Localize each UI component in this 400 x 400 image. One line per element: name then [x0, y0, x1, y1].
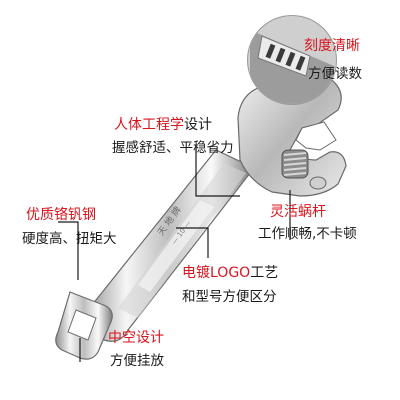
- callout-logo-title-dark: 工艺: [250, 265, 279, 281]
- callout-worm-desc: 工作顺畅,不卡顿: [258, 226, 357, 242]
- callout-ergonomic-title-red: 人体工程学: [114, 117, 184, 133]
- callout-logo-title: 电镀LOGO工艺: [182, 265, 278, 283]
- callout-material-title: 优质铬钒钢: [26, 207, 96, 223]
- leader-ergonomic: [195, 146, 240, 197]
- callout-logo-title-red: 电镀LOGO: [182, 265, 251, 281]
- leader-material: [58, 221, 79, 280]
- callout-worm-title: 灵活蜗杆: [270, 204, 326, 220]
- wrench-handle: 天 地 牌 — 10 —: [82, 149, 255, 342]
- wrench-head: [237, 68, 347, 197]
- worm-gear: [281, 149, 309, 179]
- callout-scale-desc: 方便读数: [308, 66, 362, 82]
- callout-hollow-title: 中空设计: [108, 330, 164, 346]
- leader-logo: [176, 227, 209, 258]
- callout-hollow-desc: 方便挂放: [110, 353, 164, 369]
- callout-ergonomic-title-dark: 设计: [184, 117, 212, 133]
- callout-scale-title: 刻度清晰: [304, 38, 360, 54]
- callout-material-desc: 硬度高、扭矩大: [22, 231, 117, 247]
- callout-ergonomic-title: 人体工程学设计: [114, 117, 212, 135]
- callout-ergonomic-desc: 握感舒适、平稳省力: [112, 140, 234, 156]
- callout-logo-desc: 和型号方便区分: [182, 289, 277, 305]
- scale-zoom-circle: [247, 15, 337, 105]
- hang-hole: [55, 291, 113, 360]
- leader-lines: [58, 146, 291, 362]
